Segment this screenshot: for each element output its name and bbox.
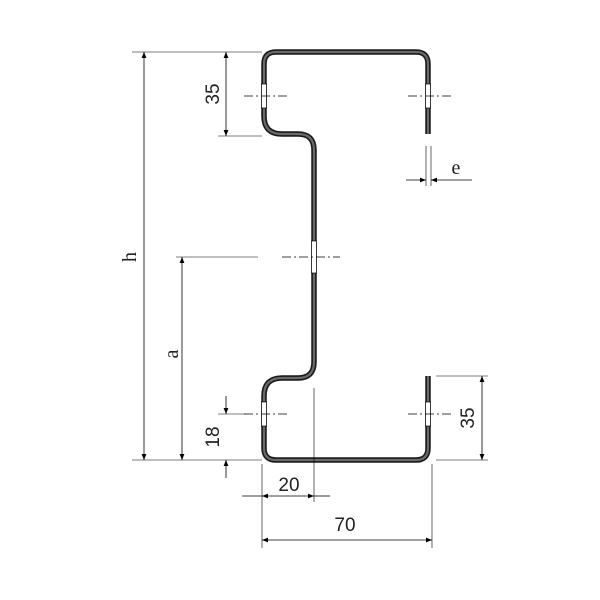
labels: h a e 35 18 35 20 70 <box>119 83 479 536</box>
profile-section <box>261 49 431 463</box>
center-lines <box>244 95 452 415</box>
label-bottom-offset: 18 <box>203 426 224 447</box>
label-top-flange: 35 <box>203 83 224 104</box>
label-total-width: 70 <box>334 515 355 536</box>
label-bottom-flange: 35 <box>458 407 479 428</box>
profile-outline <box>261 49 431 463</box>
label-offset-width: 20 <box>278 475 299 496</box>
label-e: e <box>452 157 461 179</box>
label-h: h <box>119 252 141 262</box>
dimension-lines <box>141 52 485 543</box>
profile-inner-line <box>262 50 430 462</box>
label-a: a <box>161 349 183 358</box>
extension-lines <box>132 51 488 548</box>
